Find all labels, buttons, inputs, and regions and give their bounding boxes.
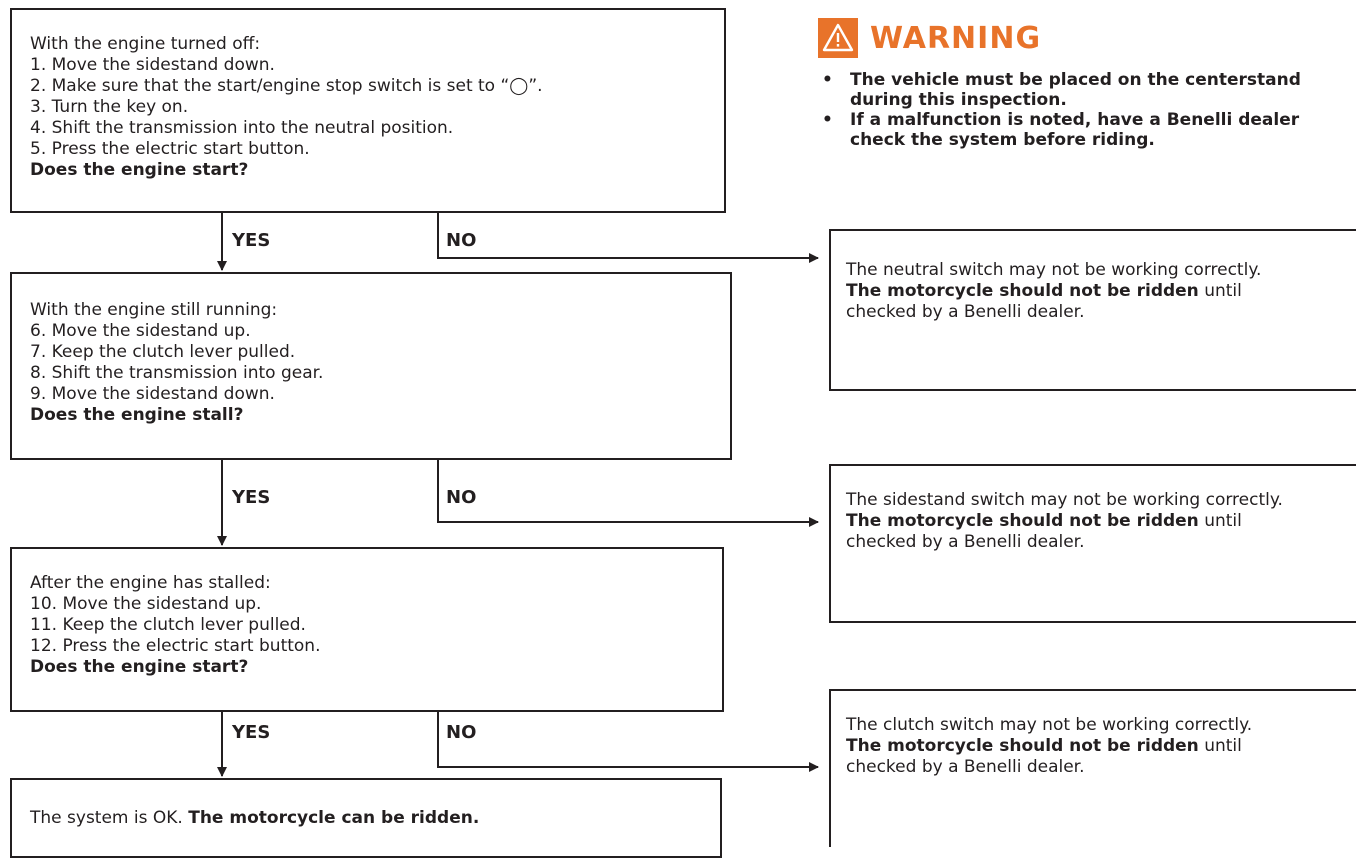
step-1-line: With the engine turned off:: [30, 34, 261, 54]
result-3-line-2: The motorcycle should not be ridden unti…: [846, 736, 1252, 757]
result-3-after-bold: until: [1198, 736, 1242, 756]
result-sidestand-switch: The sidestand switch may not be working …: [846, 490, 1283, 553]
step-1-question: Does the engine start?: [30, 160, 249, 180]
no-arrow-2: [437, 460, 819, 527]
yes-label-3: YES: [232, 722, 271, 743]
step-box-3: After the engine has stalled: 10. Move t…: [10, 547, 724, 712]
result-neutral-switch: The neutral switch may not be working co…: [846, 260, 1261, 323]
result-1-after-bold: until: [1198, 281, 1242, 301]
warning-icon: [818, 18, 858, 58]
warning-item-2-line-1: If a malfunction is noted, have a Benell…: [850, 110, 1300, 130]
step-2-question: Does the engine stall?: [30, 405, 244, 425]
step-1-line: 3. Turn the key on.: [30, 97, 189, 117]
step-1-line: 1. Move the sidestand down.: [30, 55, 275, 75]
warning-item-2-line-2: check the system before riding.: [850, 130, 1155, 150]
result-2-bold: The motorcycle should not be ridden: [846, 511, 1199, 531]
step-1-line: 5. Press the electric start button.: [30, 139, 310, 159]
result-2-line-1: The sidestand switch may not be working …: [846, 490, 1283, 510]
result-1-line-3: checked by a Benelli dealer.: [846, 302, 1085, 322]
result-clutch-switch: The clutch switch may not be working cor…: [846, 715, 1252, 778]
result-1-bold: The motorcycle should not be ridden: [846, 281, 1199, 301]
final-prefix: The system is OK.: [30, 808, 189, 828]
result-1-line-2: The motorcycle should not be ridden unti…: [846, 281, 1261, 302]
result-2-after-bold: until: [1198, 511, 1242, 531]
step-1-line: 4. Shift the transmission into the neutr…: [30, 118, 454, 138]
step-2-line: 8. Shift the transmission into gear.: [30, 363, 324, 383]
step-2-line: 7. Keep the clutch lever pulled.: [30, 342, 296, 362]
step-box-1: With the engine turned off: 1. Move the …: [10, 8, 726, 213]
no-arrow-1: [437, 213, 819, 263]
step-3-line: 10. Move the sidestand up.: [30, 594, 262, 614]
step-2-line: 9. Move the sidestand down.: [30, 384, 275, 404]
result-box-3-outline: [829, 689, 1356, 847]
yes-label-2: YES: [232, 487, 271, 508]
step-3-question: Does the engine start?: [30, 657, 249, 677]
step-3-line: 11. Keep the clutch lever pulled.: [30, 615, 306, 635]
no-label-1: NO: [446, 230, 477, 251]
result-2-line-2: The motorcycle should not be ridden unti…: [846, 511, 1283, 532]
no-arrow-3: [437, 712, 819, 772]
result-2-line-3: checked by a Benelli dealer.: [846, 532, 1085, 552]
step-3-line: After the engine has stalled:: [30, 573, 271, 593]
warning-item-1-line-2: during this inspection.: [850, 90, 1067, 110]
warning-list: The vehicle must be placed on the center…: [820, 70, 1356, 150]
yes-label-1: YES: [232, 230, 271, 251]
final-bold: The motorcycle can be ridden.: [188, 808, 480, 828]
result-1-line-1: The neutral switch may not be working co…: [846, 260, 1262, 280]
final-box: The system is OK. The motorcycle can be …: [10, 778, 722, 858]
step-1-line: 2. Make sure that the start/engine stop …: [30, 76, 543, 96]
warning-item: If a malfunction is noted, have a Benell…: [820, 110, 1356, 150]
step-2-line: 6. Move the sidestand up.: [30, 321, 251, 341]
warning-header: WARNING: [818, 18, 1041, 58]
result-3-bold: The motorcycle should not be ridden: [846, 736, 1199, 756]
step-2-line: With the engine still running:: [30, 300, 278, 320]
no-label-3: NO: [446, 722, 477, 743]
final-text: The system is OK. The motorcycle can be …: [30, 808, 720, 829]
warning-item-1-line-1: The vehicle must be placed on the center…: [850, 70, 1301, 90]
result-box-2-outline: [829, 464, 1356, 623]
result-box-1-outline: [829, 229, 1356, 391]
result-3-line-3: checked by a Benelli dealer.: [846, 757, 1085, 777]
result-3-line-1: The clutch switch may not be working cor…: [846, 715, 1253, 735]
warning-item: The vehicle must be placed on the center…: [820, 70, 1356, 110]
warning-title: WARNING: [870, 20, 1042, 56]
no-label-2: NO: [446, 487, 477, 508]
step-3-line: 12. Press the electric start button.: [30, 636, 321, 656]
step-box-2: With the engine still running: 6. Move t…: [10, 272, 732, 460]
